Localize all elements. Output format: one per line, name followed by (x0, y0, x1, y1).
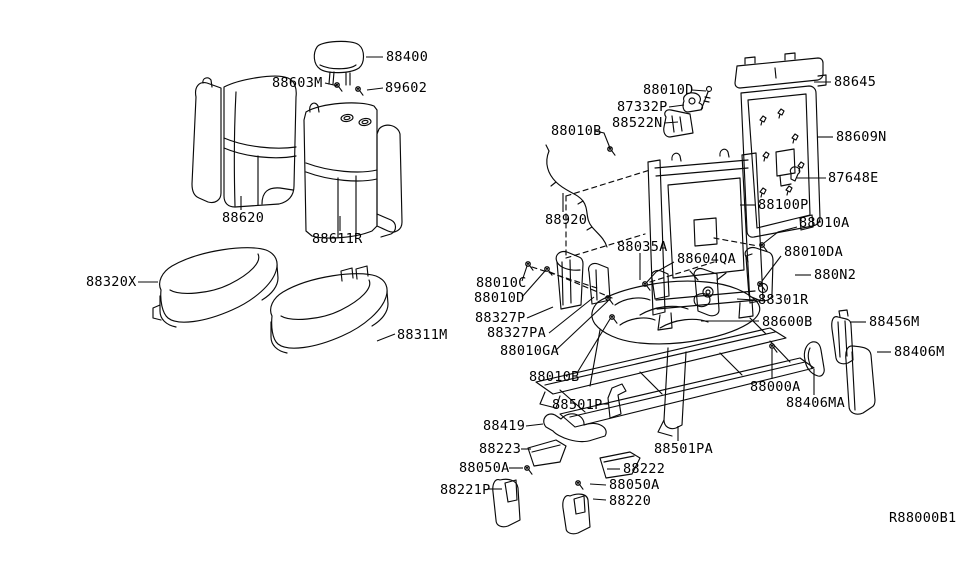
part-callout-88456m: 88456M (869, 314, 920, 330)
bracket-88327p (555, 250, 584, 310)
part-callout-88327pa: 88327PA (487, 325, 546, 341)
bracket-88456m (831, 309, 854, 365)
part-callout-88221p: 88221P (440, 482, 491, 498)
leader-line-88301r (736, 298, 756, 301)
drawing-code: R88000B1 (889, 510, 957, 526)
leader-line-88010c (521, 265, 528, 282)
part-callout-88035a: 88035A (617, 239, 668, 255)
part-callout-87648e: 87648E (828, 170, 879, 186)
bracket-88327pa (587, 262, 611, 305)
cover-88221p (492, 478, 521, 528)
cushion-trim-88320x (152, 247, 279, 328)
cover-88406m (845, 345, 876, 415)
rear-panel-strip-88645 (734, 52, 827, 89)
leader-line-88220 (592, 498, 607, 501)
part-callout-88010d: 88010D (643, 82, 694, 98)
leader-line-88604qa (646, 261, 675, 283)
part-callout-88050a: 88050A (609, 477, 660, 493)
leader-line-88050a (589, 483, 607, 486)
leader-line-89602 (366, 87, 384, 91)
wire-88419 (543, 413, 607, 443)
part-callout-88609n: 88609N (836, 129, 887, 145)
part-callout-88620: 88620 (222, 210, 265, 226)
dashed-alignment-lines (531, 169, 759, 299)
part-callout-88050a: 88050A (459, 460, 510, 476)
bolt-88010d-top (700, 85, 713, 111)
part-callout-88320x: 88320X (86, 274, 137, 290)
part-callout-88501p: 88501P (552, 397, 603, 413)
leader-line-87332p (668, 104, 685, 108)
part-callout-88327p: 88327P (475, 310, 526, 326)
part-callout-88010d: 88010D (474, 290, 525, 306)
leader-line-88010d (521, 270, 546, 298)
seat-back-trim-88620 (191, 75, 297, 208)
part-callout-88406ma: 88406MA (786, 395, 845, 411)
leader-line-88010a (763, 226, 798, 244)
part-callout-88600b: 88600B (762, 314, 813, 330)
part-callout-88010a: 88010A (799, 215, 850, 231)
part-callout-88010b: 88010B (551, 123, 602, 139)
part-callout-88501pa: 88501PA (654, 441, 713, 457)
hinge-88301r (689, 267, 727, 317)
part-callout-88603m: 88603M (272, 75, 323, 91)
cover-88220 (562, 493, 591, 535)
leader-line-88010b (576, 318, 611, 374)
leader-line-88327p (526, 306, 554, 319)
leader-line-88522n (663, 121, 679, 124)
part-callout-88419: 88419 (483, 418, 526, 434)
pad-88222 (599, 451, 641, 479)
part-callout-88406m: 88406M (894, 344, 945, 360)
headrest-88400 (313, 40, 365, 86)
part-callout-880n2: 880N2 (814, 267, 857, 283)
part-callout-88311m: 88311M (397, 327, 448, 343)
part-callout-88220: 88220 (609, 493, 652, 509)
bracket-88522n (663, 109, 694, 138)
part-callout-88522n: 88522N (612, 115, 663, 131)
leader-line-88603m (324, 82, 339, 87)
part-callout-88010ga: 88010GA (500, 343, 559, 359)
part-callout-88611r: 88611R (312, 231, 363, 247)
part-callout-88010b: 88010B (529, 369, 580, 385)
leader-line-88327pa (548, 296, 595, 334)
part-callout-88100p: 88100P (758, 197, 809, 213)
part-callout-88645: 88645 (834, 74, 877, 90)
part-callout-88400: 88400 (386, 49, 429, 65)
cable-88920 (545, 144, 616, 248)
leader-line-88010da (761, 255, 782, 282)
leader-line-88010b (594, 130, 611, 149)
clip-87332p (682, 92, 704, 113)
part-callout-88222: 88222 (623, 461, 666, 477)
leader-line-88311m (376, 333, 396, 342)
seat-back-trim-88611r (303, 102, 403, 239)
part-callout-88223: 88223 (479, 441, 522, 457)
part-callout-89602: 89602 (385, 80, 428, 96)
part-callout-88000a: 88000A (750, 379, 801, 395)
part-callout-87332p: 87332P (617, 99, 668, 115)
part-callout-88010c: 88010C (476, 275, 527, 291)
part-callout-88604qa: 88604QA (677, 251, 736, 267)
part-callout-88010da: 88010DA (784, 244, 843, 260)
part-callout-88920: 88920 (545, 212, 588, 228)
leader-line-88010d (691, 89, 707, 92)
leader-line-88419 (525, 423, 544, 427)
cushion-pad-88311m (270, 265, 389, 354)
leader-line-88010ga (555, 300, 609, 351)
bracket-88406ma (803, 341, 825, 377)
part-callout-88301r: 88301R (758, 292, 809, 308)
bracket-88035a-target (650, 269, 670, 300)
bracket-880n2 (744, 246, 774, 302)
pad-88223 (527, 439, 567, 467)
strap-88501p (607, 383, 627, 419)
back-board-88609n (740, 85, 821, 238)
